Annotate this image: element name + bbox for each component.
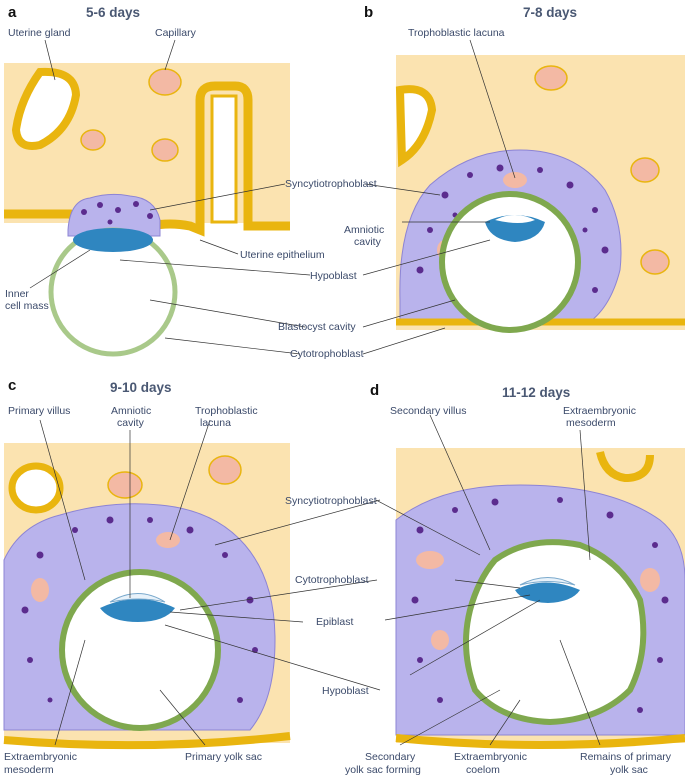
label-trophoblastic-lacuna-c1: Trophoblastic: [195, 405, 258, 417]
label-trophoblastic-lacuna-c2: lacuna: [200, 417, 231, 429]
label-hypoblast-cd: Hypoblast: [322, 685, 369, 697]
capillary-b1: [534, 65, 568, 91]
panel-b: [395, 55, 685, 333]
panel-title-a: 5-6 days: [86, 5, 140, 20]
capillary-a2: [80, 129, 106, 151]
leader-lines: [29, 39, 601, 746]
capillary-b2: [630, 157, 660, 183]
panel-letter-d: d: [370, 382, 379, 399]
label-amniotic-cavity-c1: Amniotic: [111, 405, 151, 417]
uterine-gland-d: [596, 450, 654, 483]
lacuna-b1: [503, 172, 527, 188]
nuclei-b: [416, 164, 609, 293]
label-extraembryonic-mesoderm-c1: Extraembryonic: [4, 751, 77, 763]
epiblast-b: [485, 215, 545, 242]
label-syncytiotrophoblast-ab: Syncytiotrophoblast: [285, 178, 377, 190]
amniotic-cavity-b: [495, 215, 535, 223]
label-syncytiotrophoblast-cd: Syncytiotrophoblast: [285, 495, 377, 507]
capillary-c2: [107, 471, 143, 499]
label-primary-yolk-sac: Primary yolk sac: [185, 751, 262, 763]
capillary-a3: [151, 138, 179, 162]
panel-title-b: 7-8 days: [523, 5, 577, 20]
nuclei-c: [21, 516, 258, 703]
label-extraembryonic-mesoderm-d1: Extraembryonic: [563, 405, 636, 417]
nuclei-d: [411, 497, 669, 713]
label-amniotic-cavity-c2: cavity: [117, 417, 145, 429]
label-capillary: Capillary: [155, 27, 197, 39]
label-extraembryonic-coelom-2: coelom: [466, 764, 500, 776]
label-secondary-villus: Secondary villus: [390, 405, 466, 417]
panel-letter-c: c: [8, 377, 16, 394]
panel-letter-a: a: [8, 4, 17, 21]
label-secondary-yolk-sac-1: Secondary: [365, 751, 416, 763]
amniotic-cavity-d: [519, 577, 576, 586]
epiblast-d: [515, 582, 580, 603]
panel-c: [3, 443, 291, 750]
label-cytotrophoblast-cd: Cytotrophoblast: [295, 574, 369, 586]
capillary-b3: [640, 249, 670, 275]
capillary-a1: [148, 68, 182, 96]
label-cytotrophoblast-ab: Cytotrophoblast: [290, 348, 364, 360]
label-remains-primary-yolk-sac-2: yolk sac: [610, 764, 648, 776]
amniotic-cavity-c: [109, 593, 166, 603]
label-uterine-gland: Uterine gland: [8, 27, 71, 39]
label-primary-villus: Primary villus: [8, 405, 70, 417]
lacuna-d2: [640, 568, 660, 592]
cytotrophoblast-d: [463, 539, 647, 726]
panel-letter-b: b: [364, 4, 373, 21]
lacuna-c1: [156, 532, 180, 548]
uterine-epithelium-c: [3, 732, 291, 750]
label-extraembryonic-mesoderm-d2: mesoderm: [566, 417, 616, 429]
label-epiblast: Epiblast: [316, 616, 353, 628]
label-hypoblast-ab: Hypoblast: [310, 270, 357, 282]
panel-title-d: 11-12 days: [502, 385, 570, 400]
inner-cell-mass-a: [73, 228, 153, 252]
label-amniotic-cavity-b1: Amniotic: [344, 224, 384, 236]
label-inner-cell-mass-1: Inner: [5, 288, 29, 300]
label-blastocyst-cavity: Blastocyst cavity: [278, 321, 356, 333]
capillary-c1: [8, 462, 64, 514]
label-extraembryonic-coelom-1: Extraembryonic: [454, 751, 527, 763]
label-uterine-epithelium: Uterine epithelium: [240, 249, 325, 261]
label-remains-primary-yolk-sac-1: Remains of primary: [580, 751, 672, 763]
cytotrophoblast-c: [59, 569, 221, 731]
lacuna-d1: [416, 551, 444, 569]
panel-a: [4, 63, 290, 357]
lacuna-d3: [431, 630, 449, 650]
uterine-epithelium-d: [395, 734, 685, 749]
uterine-gland-a: [11, 67, 81, 150]
capillary-c3: [208, 455, 242, 485]
label-trophoblastic-lacuna-b: Trophoblastic lacuna: [408, 27, 505, 39]
label-amniotic-cavity-b2: cavity: [354, 236, 382, 248]
labels: Uterine gland Capillary Syncytiotrophobl…: [4, 27, 672, 776]
lacuna-c2: [31, 578, 49, 602]
label-extraembryonic-mesoderm-c2: mesoderm: [4, 764, 54, 776]
label-secondary-yolk-sac-2: yolk sac forming: [345, 764, 421, 776]
panel-title-c: 9-10 days: [110, 380, 172, 395]
epiblast-c: [100, 599, 175, 622]
panel-d: [395, 448, 685, 749]
uterine-gland-b: [395, 85, 437, 168]
cytotrophoblast-b: [439, 191, 581, 333]
label-inner-cell-mass-2: cell mass: [5, 300, 49, 312]
